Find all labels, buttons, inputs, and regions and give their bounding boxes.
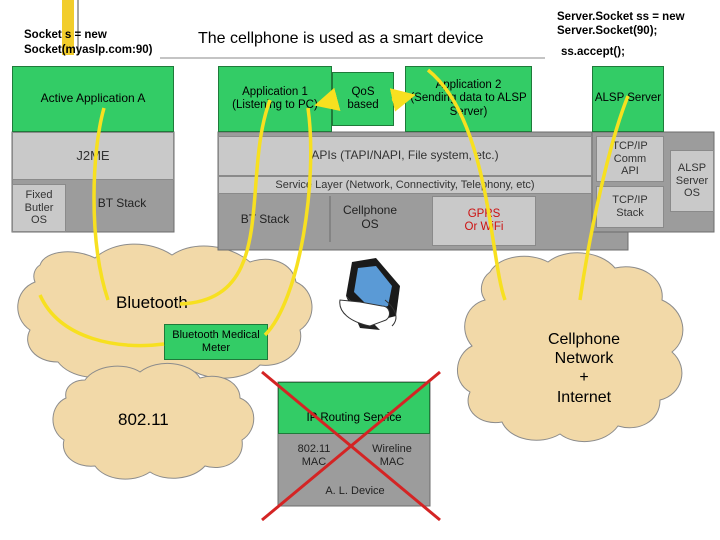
client-socket-code: Socket s = new Socket(myaslp.com:90)	[24, 29, 153, 56]
active-application-a: Active Application A	[12, 66, 174, 132]
bluetooth-cloud-label: Bluetooth	[116, 293, 188, 312]
fixed-butler-os: Fixed Butler OS	[12, 184, 66, 232]
cross-out-line-2	[261, 370, 441, 522]
connector-meter-to-app1	[263, 107, 313, 337]
connector-app-a-to-bluetooth	[92, 107, 110, 301]
accept-call-code: ss.accept();	[561, 46, 625, 58]
al-device-label: A. L. Device	[325, 484, 385, 497]
bluetooth-medical-meter: Bluetooth Medical Meter	[164, 324, 268, 360]
qos-arrow-left	[314, 87, 341, 111]
network-cloud-label: Cellphone Network + Internet	[547, 331, 621, 406]
application-2: Application 2 (Sending data to ALSP Serv…	[405, 66, 532, 132]
wlan-cloud	[52, 362, 255, 480]
tcp-ip-comm-api: TCP/IP Comm API	[596, 136, 664, 182]
alsp-server-os: ALSP Server OS	[670, 150, 714, 212]
left-bt-stack: BT Stack	[97, 196, 147, 211]
mac-80211: 802.11 MAC	[297, 443, 331, 468]
hand-icon	[339, 299, 397, 327]
network-cloud	[457, 252, 684, 443]
connector-network-to-server	[578, 95, 630, 301]
cellphone-os: Cellphone OS	[342, 203, 398, 231]
qos-arrow-right	[389, 88, 416, 112]
apis-layer: APIs (TAPI/NAPI, File system, etc.)	[218, 136, 592, 176]
wlan-cloud-label: 802.11	[118, 410, 169, 429]
qos-box: QoS based	[332, 72, 394, 126]
slide-title: The cellphone is used as a smart device	[198, 30, 484, 47]
server-socket-code: Server.Socket ss = new Server.Socket(90)…	[557, 11, 685, 38]
title-accent-bar	[62, 0, 74, 55]
connector-bluetooth-to-meter	[38, 294, 165, 348]
connector-app2-to-network	[426, 68, 507, 301]
wireline-mac: Wireline MAC	[372, 443, 412, 468]
connector-app1-to-bluetooth	[179, 99, 272, 306]
